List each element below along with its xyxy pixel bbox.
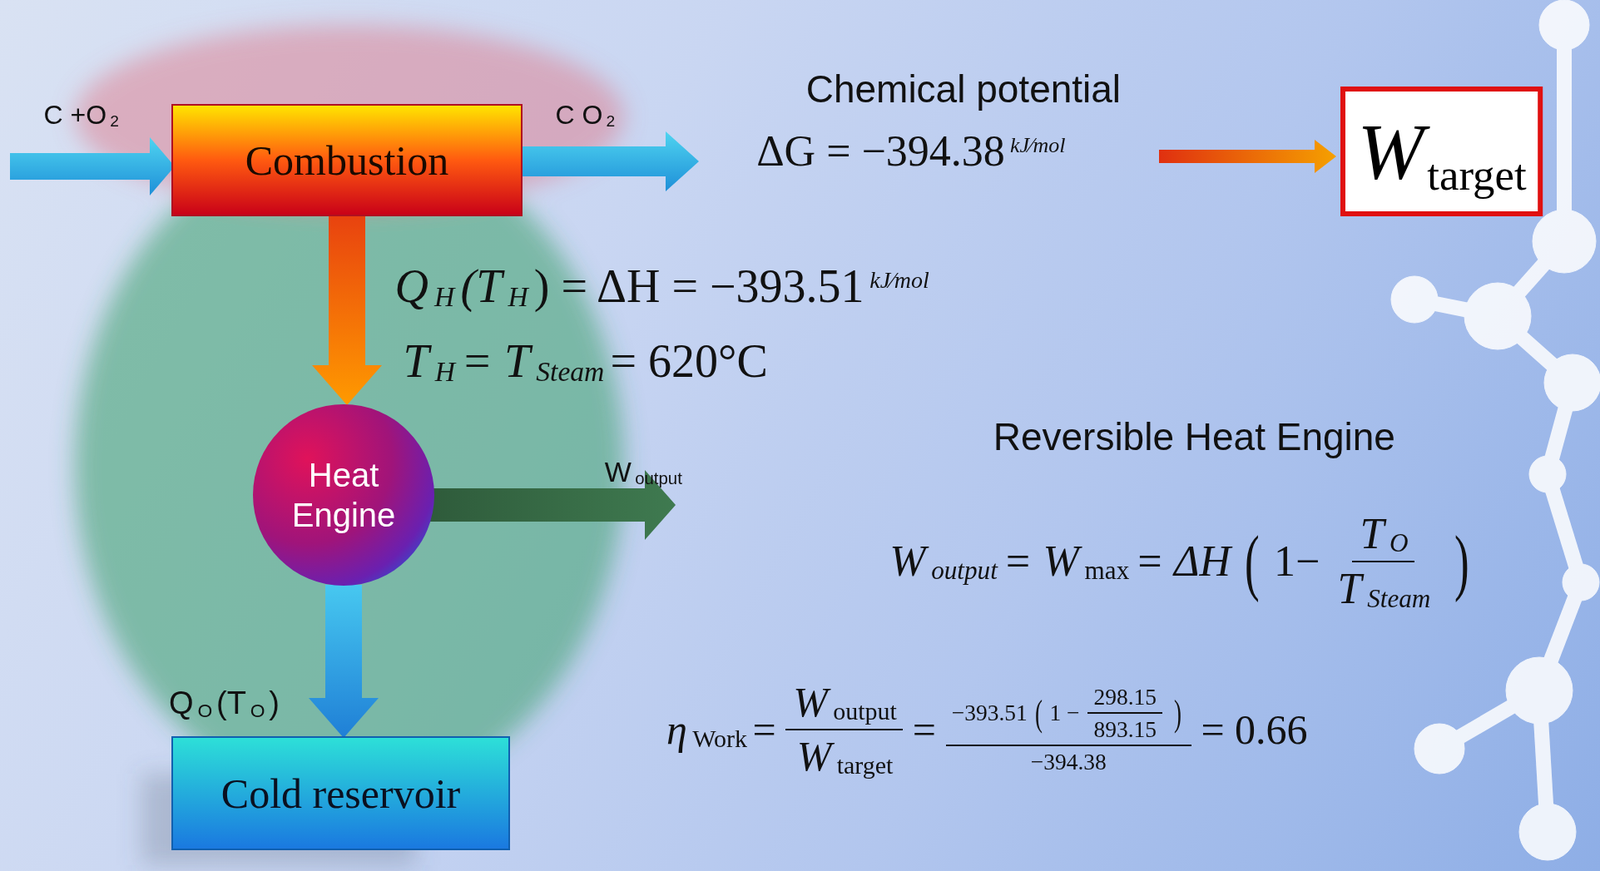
fraction: WoutputWtarget: [785, 678, 903, 781]
formula-text: C O: [555, 99, 604, 131]
formula-text: Chemical potential: [806, 66, 1121, 112]
formula-text: 893.15: [1093, 716, 1157, 744]
shape-outline: [1342, 89, 1541, 214]
denominator: TSteam: [1329, 562, 1437, 615]
shape-outline: [172, 104, 522, 216]
formula-text: kJ⁄mol: [869, 267, 930, 294]
combustion-box: Combustion: [171, 104, 523, 217]
target-work-box: Wtarget: [1340, 86, 1543, 217]
output-arrow: [522, 131, 699, 192]
formula-text: ) = ΔH = −393.51: [534, 259, 865, 313]
text-line: C O2: [553, 99, 617, 131]
node-shape: [252, 403, 436, 587]
formula-text: W: [797, 732, 833, 781]
denominator: 893.15: [1087, 713, 1163, 744]
node-label: W: [1357, 105, 1424, 199]
formula-text: 1 −: [1049, 699, 1080, 727]
formula-text: W: [604, 455, 632, 489]
denominator: −394.38: [1024, 746, 1113, 776]
fraction: 298.15 893.15: [1087, 683, 1163, 744]
text-line: QH(TH) = ΔH = −393.51kJ⁄mol: [391, 259, 932, 313]
formula-text: T: [402, 334, 429, 388]
text-line: Chemical potential: [802, 66, 1125, 112]
formula-text: O: [197, 699, 213, 723]
formula-text: kJ⁄mol: [1010, 133, 1066, 159]
text-line: ηWork=WoutputWtarget=−393.51(1 −298.1589…: [663, 678, 1312, 781]
fraction: −393.51(1 − 298.15 893.15) −394.38: [946, 683, 1192, 776]
numerator: TO: [1352, 509, 1415, 563]
formula-text: W: [792, 678, 828, 727]
formula-text: Q: [394, 259, 428, 313]
node-subscript: target: [1426, 149, 1526, 200]
formula-text: (T: [460, 259, 502, 313]
formula-text: −394.38: [1030, 748, 1107, 776]
heat-flow-arrow: [312, 214, 382, 406]
numerator: −393.51(1 − 298.15 893.15): [946, 683, 1192, 748]
formula-text: 1−: [1273, 536, 1320, 586]
formula-text: = T: [460, 334, 531, 388]
formula-text: η: [666, 705, 688, 754]
formula-text: Steam: [1367, 584, 1431, 615]
denominator: Wtarget: [789, 730, 900, 782]
formula-text: ): [1173, 691, 1182, 735]
shape-outline: [172, 737, 510, 850]
formula-text: = W: [1002, 536, 1079, 586]
formula-text: (T: [216, 685, 247, 722]
text-line: ΔG = −394.38kJ⁄mol: [752, 126, 1068, 176]
formula-text: Steam: [535, 356, 605, 388]
formula-text: T: [1337, 564, 1363, 614]
formula-text: ): [268, 685, 280, 722]
formula-text: W: [889, 536, 926, 586]
text-line: Woutput= Wmax= ΔH(1−TOTSteam): [886, 509, 1480, 614]
formula-text: =: [912, 705, 937, 754]
text-line: Woutput: [602, 455, 684, 489]
text-line: Reversible Heat Engine: [990, 414, 1399, 460]
formula-text: target: [837, 751, 894, 780]
formula-text: max: [1084, 555, 1130, 586]
formula-text: T: [1359, 509, 1384, 559]
formula-text: Q: [168, 685, 194, 722]
formula-text: output: [832, 697, 897, 726]
numerator: 298.15: [1087, 683, 1163, 715]
fraction: TOTSteam: [1329, 509, 1437, 614]
formula-text: output: [931, 555, 998, 586]
text-line: TH= TSteam= 620°C: [399, 334, 772, 388]
formula-text: (: [1035, 691, 1043, 735]
formula-text: O: [1389, 528, 1409, 559]
formula-text: Reversible Heat Engine: [993, 414, 1396, 460]
formula-text: ): [1454, 519, 1470, 605]
shape-outline: [252, 404, 435, 586]
rejected-heat-arrow: [308, 584, 379, 739]
input-arrow: [9, 137, 175, 196]
formula-text: 2: [606, 112, 616, 131]
formula-text: 298.15: [1093, 683, 1157, 711]
formula-text: = 620°C: [610, 334, 768, 388]
node-label: Heat Engine: [277, 455, 411, 535]
cold-reservoir-box: Cold reservoir: [171, 736, 511, 851]
formula-text: Work: [692, 724, 748, 753]
formula-text: −393.51: [951, 699, 1028, 727]
work-arrow: [1159, 139, 1337, 174]
node-label: Cold reservoir: [221, 768, 461, 819]
formula-text: ΔG = −394.38: [756, 126, 1006, 176]
text-line: C +O2: [41, 99, 120, 131]
formula-text: = 0.66: [1200, 705, 1308, 754]
formula-text: H: [434, 281, 455, 313]
formula-text: (: [1244, 519, 1260, 605]
numerator: Woutput: [785, 678, 903, 731]
formula-text: C +O: [44, 99, 108, 131]
formula-text: =: [752, 705, 777, 754]
text-line: QO(TO): [166, 685, 283, 722]
heat-engine-circle: Heat Engine: [252, 403, 436, 587]
node-label: Combustion: [245, 135, 449, 186]
formula-text: 2: [109, 112, 119, 131]
formula-text: H: [507, 281, 528, 313]
formula-text: O: [250, 699, 266, 723]
formula-text: output: [634, 469, 683, 489]
formula-text: H: [435, 356, 456, 388]
formula-text: = ΔH: [1134, 536, 1231, 586]
